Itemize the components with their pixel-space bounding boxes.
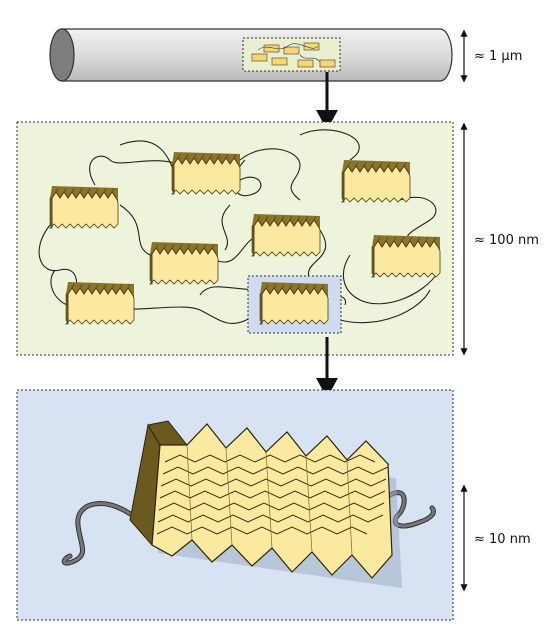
fiber-zoom-region <box>242 37 341 72</box>
down-arrow-icon <box>316 72 338 130</box>
down-arrow-icon <box>316 337 338 398</box>
fiber-scale-indicator: ≈ 1 µm <box>460 29 522 83</box>
crystal-scale-indicator: ≈ 10 nm <box>460 484 531 592</box>
crystallite-closeup <box>61 420 436 588</box>
fiber-scale-label: ≈ 1 µm <box>474 49 522 64</box>
crystal-zoom-region <box>247 275 342 334</box>
network-scale-indicator: ≈ 100 nm <box>460 122 539 356</box>
network-scale-label: ≈ 100 nm <box>474 233 539 248</box>
crystal-scale-label: ≈ 10 nm <box>474 532 531 547</box>
network-panel <box>16 121 454 356</box>
